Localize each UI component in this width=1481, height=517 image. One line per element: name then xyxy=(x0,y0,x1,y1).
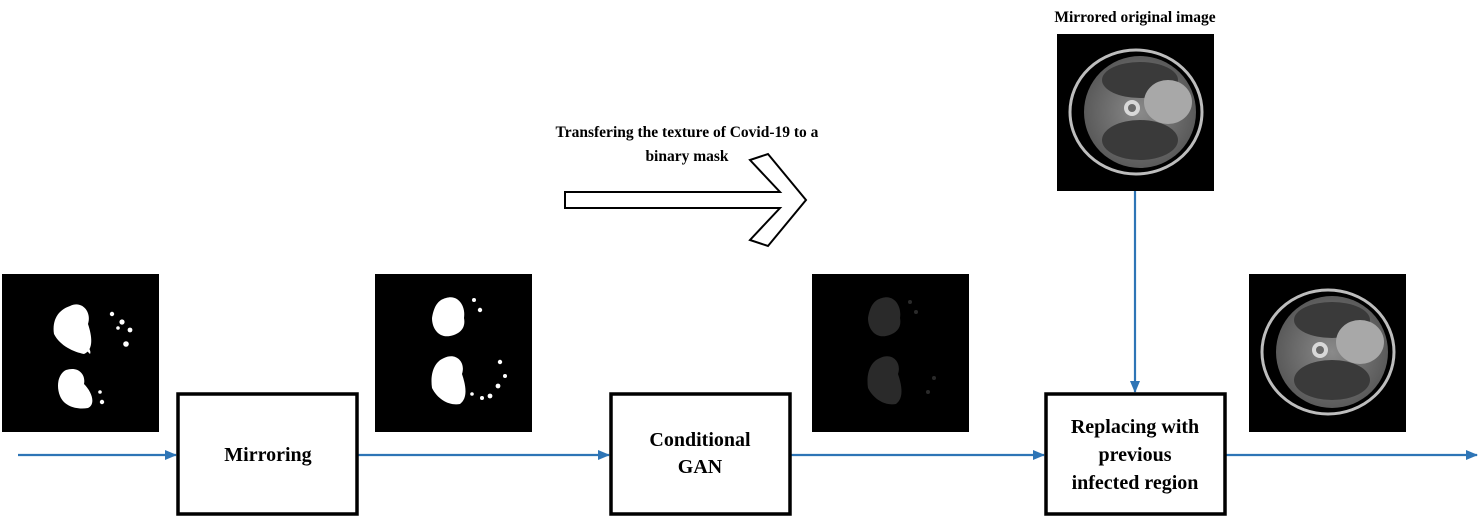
replace-label-line1: Replacing with xyxy=(1071,416,1199,438)
replace-label-line3: infected region xyxy=(1072,472,1199,494)
mirrored-original-caption: Mirrored original image xyxy=(1054,9,1215,26)
output-synthetic-ct-image xyxy=(1249,274,1406,432)
mirrored-original-ct-image xyxy=(1057,34,1214,191)
gan-label-line2: GAN xyxy=(678,456,723,478)
texture-caption-line1: Transfering the texture of Covid-19 to a xyxy=(556,124,819,141)
input-binary-mask-image xyxy=(2,274,159,432)
gan-generated-texture-image xyxy=(812,274,969,432)
mirrored-binary-mask-image xyxy=(375,274,532,432)
hollow-right-arrow-icon xyxy=(564,152,808,248)
main-flow xyxy=(18,191,1478,460)
mirroring-box: Mirroring xyxy=(176,392,359,516)
gan-label-line1: Conditional xyxy=(649,429,751,451)
mirroring-label: Mirroring xyxy=(224,444,311,466)
replacing-box: Replacing with previous infected region xyxy=(1044,392,1227,516)
conditional-gan-box: Conditional GAN xyxy=(609,392,792,516)
texture-transfer-annotation: Transfering the texture of Covid-19 to a… xyxy=(556,124,819,248)
replace-label-line2: previous xyxy=(1099,444,1172,466)
texture-caption-line2: binary mask xyxy=(645,148,728,165)
